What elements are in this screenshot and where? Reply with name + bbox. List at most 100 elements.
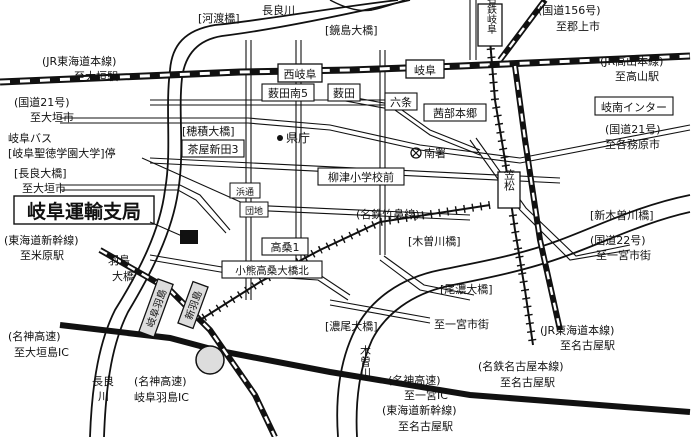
- road-bisai-2: [383, 255, 475, 296]
- river-kiso: 木曽川: [359, 345, 372, 378]
- nagara-river-west-bank: [89, 0, 399, 437]
- bridge-hashima-2: 大橋: [112, 269, 134, 283]
- station-shin-hashima: 新羽島: [177, 280, 209, 330]
- svg-text:六条: 六条: [390, 95, 412, 109]
- bridge-hozumi: [穂積大橋]: [182, 124, 235, 138]
- station-kasamatsu: 笠松: [497, 168, 521, 209]
- station-gifu: 岐阜: [405, 59, 445, 79]
- hashima-ic-junction: [195, 345, 225, 375]
- svg-text:岐南インター: 岐南インター: [601, 101, 667, 114]
- bus-stop-leader: [141, 157, 246, 205]
- road-r22: [469, 139, 631, 261]
- page-title: 岐阜運輸支局: [27, 200, 141, 223]
- svg-text:小熊高桑大橋北: 小熊高桑大橋北: [235, 264, 309, 277]
- kiso-river-north-bank: [336, 194, 691, 437]
- bridge-nobi: [濃尾大橋]: [325, 319, 378, 333]
- meishin-c-label-2: 岐阜羽島IC: [134, 390, 189, 404]
- meishin-e-label-2: 至一宮IC: [404, 388, 448, 402]
- r21-east-label-1: (国道21号): [605, 122, 661, 136]
- place-danchi: 団地: [239, 201, 269, 218]
- river-nagara-top: 長良川: [262, 3, 295, 17]
- place-nishibeno: 茜部本郷: [423, 103, 487, 122]
- river-nagara-bottom-1: 長良: [92, 374, 114, 388]
- svg-text:茶屋新田3: 茶屋新田3: [188, 142, 239, 156]
- svg-text:団地: 団地: [245, 205, 263, 217]
- r156-label-2: 至郡上市: [556, 19, 600, 33]
- place-gifu-south-ic: 岐南インター: [594, 96, 674, 116]
- bridge-kawato: [河渡橋]: [198, 11, 240, 25]
- road-ichinomiya: [329, 299, 431, 319]
- place-yabutaminami5: 薮田南5: [261, 83, 315, 102]
- place-hiroshi: 浜通: [229, 182, 261, 199]
- r21-east-label-2: 至各務原市: [605, 137, 660, 151]
- bus-company: 岐阜バス: [8, 132, 52, 145]
- title-box: 岐阜運輸支局: [13, 195, 155, 225]
- station-nishigifu: 西岐阜: [277, 63, 323, 83]
- meitetsu-main-label-2: 至名古屋駅: [500, 375, 555, 389]
- roads: [60, 0, 691, 324]
- svg-text:浜通: 浜通: [236, 187, 254, 198]
- bridge-chushima: [鏡島大橋]: [325, 23, 378, 37]
- bridge-kisogawa: [木曽川橋]: [408, 234, 461, 248]
- r21-west-label-1: (国道21号): [14, 95, 70, 109]
- r156-label-1: (国道156号): [538, 3, 601, 17]
- kencho-symbol: [277, 135, 283, 141]
- jr-tokaido-south: [512, 65, 563, 331]
- station-gifu-label: 岐阜: [414, 64, 436, 77]
- meitetsu-main-label-1: (名鉄名古屋本線): [478, 359, 564, 373]
- nagara-river-east-bank: [103, 0, 411, 437]
- place-ogumabridge: 小熊高桑大橋北: [221, 260, 323, 279]
- jr-takayama-line: [497, 0, 548, 62]
- ichinomiya-label: 至一宮市街: [434, 317, 489, 331]
- place-yanaizu: 柳津小学校前: [317, 167, 405, 186]
- meitetsu-takehana-ticks: [197, 201, 491, 324]
- svg-text:薮田: 薮田: [333, 87, 355, 100]
- station-meitetsu-gifu: 名鉄岐阜: [477, 0, 503, 47]
- svg-text:高桑1: 高桑1: [271, 240, 300, 254]
- station-kasamatsu-label: 笠松: [503, 168, 516, 191]
- svg-text:薮田南5: 薮田南5: [268, 87, 308, 100]
- road-yanaizu-ew-2: [247, 209, 471, 221]
- place-nansho: 南署: [424, 147, 446, 160]
- station-meitetsu-gifu-label: 名鉄岐阜: [485, 0, 497, 35]
- bridge-hashima: 羽島: [108, 253, 130, 267]
- road-ichinomiya-2: [329, 304, 431, 324]
- jr-takayama-label-2: 至高山駅: [615, 69, 659, 83]
- tokaido-shinkansen: [98, 247, 278, 437]
- r22-label-1: (国道22号): [590, 233, 646, 247]
- shinkansen-w-label-2: 至米原駅: [20, 249, 64, 262]
- river-nagara-bottom-2: 川: [98, 390, 109, 403]
- jr-tokaido-e-label-2: 至名古屋駅: [560, 338, 615, 352]
- r22-label-2: 至一宮市街: [596, 248, 651, 262]
- r21-west-label-2: 至大垣市: [30, 110, 74, 124]
- place-kencho: 県庁: [286, 131, 310, 145]
- road-ogaki: [60, 184, 231, 231]
- road-bisai: [379, 259, 471, 301]
- meitetsu-takehana-label: (名鉄竹鼻線): [356, 207, 420, 221]
- jr-tokaido-w-label-1: (JR東海道本線): [42, 54, 116, 68]
- road-rokujo-diag-2: [339, 99, 481, 156]
- meishin-w-label-1: (名神高速): [8, 329, 61, 343]
- jr-tokaido-line: [0, 52, 691, 86]
- meishin-c-label-1: (名神高速): [134, 374, 187, 388]
- place-yabuta: 薮田: [327, 83, 361, 102]
- place-takakuwa1: 高桑1: [261, 237, 309, 256]
- road-r21-ew: [60, 117, 691, 159]
- road-rokujo-diag: [339, 94, 481, 151]
- svg-text:茜部本郷: 茜部本郷: [433, 106, 477, 120]
- jr-takayama-label-1: (JR高山本線): [600, 54, 663, 68]
- svg-text:柳津小学校前: 柳津小学校前: [328, 170, 394, 184]
- shinkansen-e-label-2: 至名古屋駅: [398, 419, 453, 433]
- jr-tokaido-e-label-1: (JR東海道本線): [540, 323, 614, 337]
- station-nishigifu-label: 西岐阜: [284, 68, 317, 81]
- ogaki-city-label: 至大垣市: [22, 181, 66, 195]
- bridge-nagara: [長良大橋]: [14, 166, 67, 180]
- kiso-river-south-bank: [355, 211, 691, 437]
- road-ogaki-2: [60, 189, 227, 234]
- bus-stop: [岐阜聖徳学園大学]停: [8, 146, 116, 160]
- meishin-w-label-2: 至大垣島IC: [14, 345, 69, 359]
- place-chayashinden3: 茶屋新田3: [181, 139, 245, 158]
- jr-tokaido-w-label-2: 至大垣駅: [74, 69, 118, 83]
